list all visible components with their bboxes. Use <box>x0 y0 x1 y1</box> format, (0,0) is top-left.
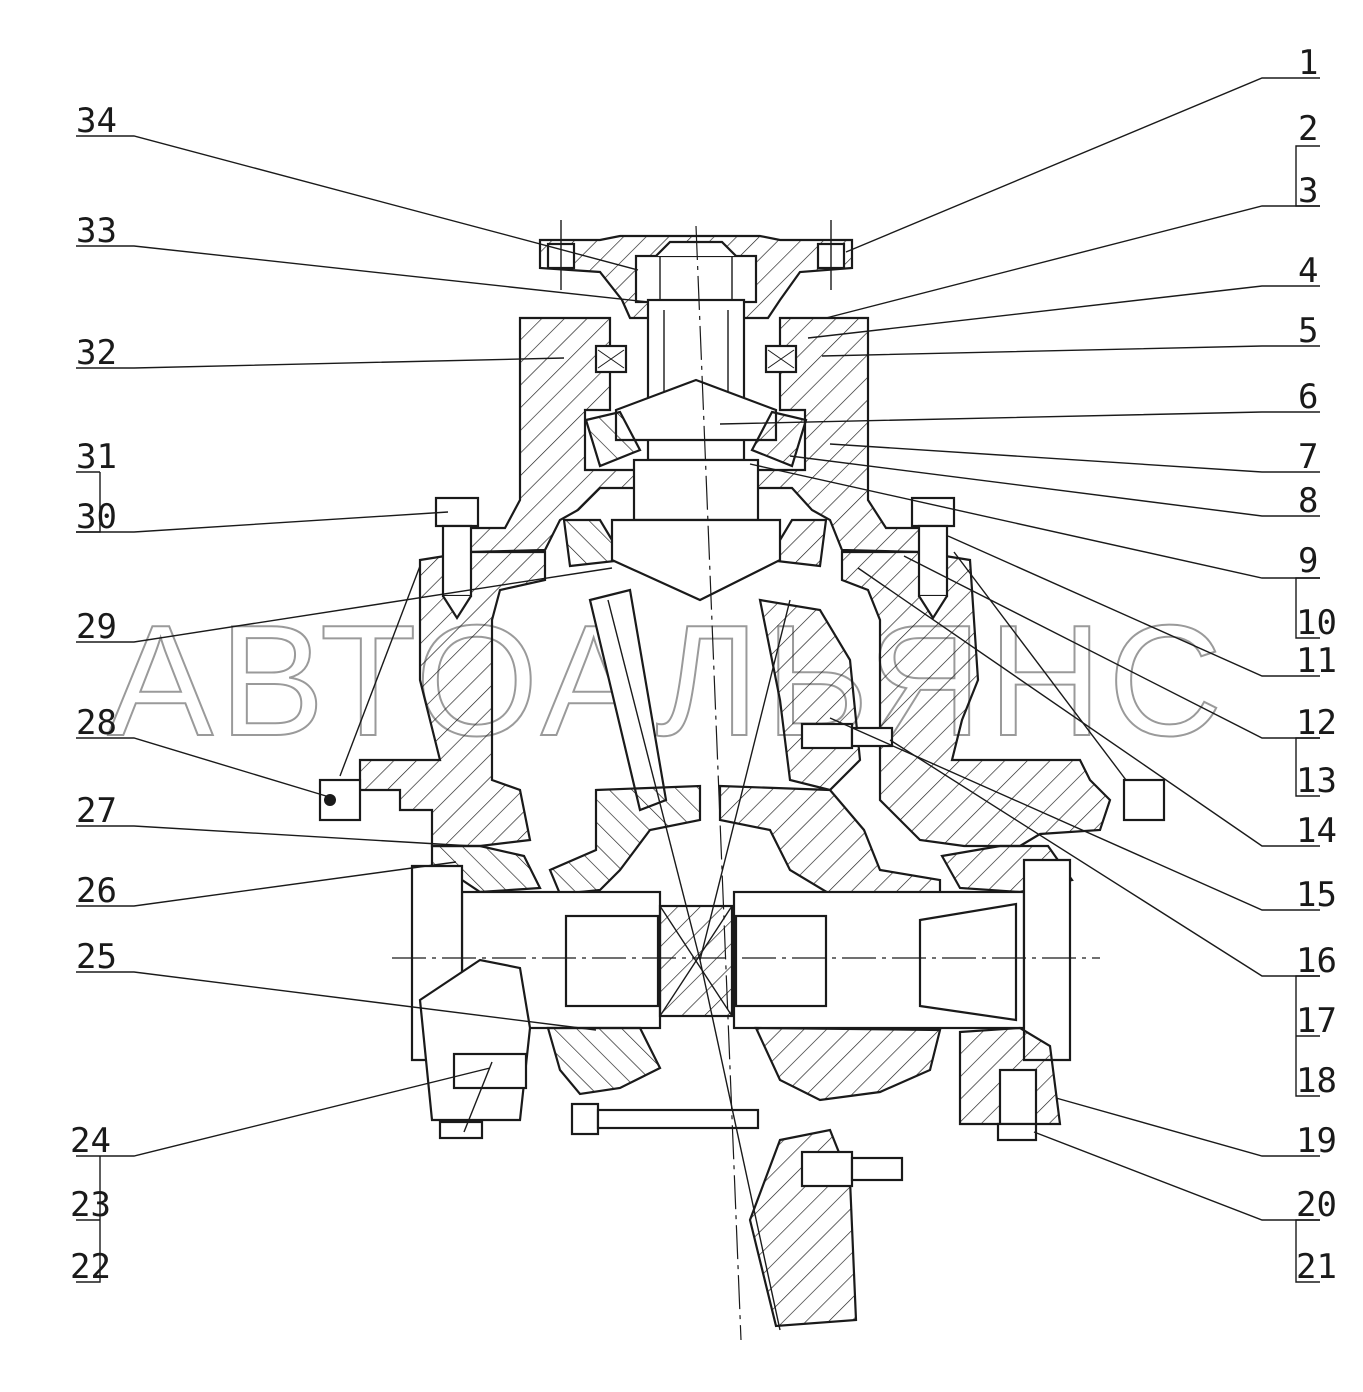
callout-26: 26 <box>76 871 117 911</box>
cover-right <box>1022 858 1072 1062</box>
callout-19: 19 <box>1296 1121 1337 1161</box>
callout-6: 6 <box>1298 377 1318 417</box>
callout-labels-left: 34 33 32 31 30 29 28 27 26 25 24 23 22 <box>70 101 117 1287</box>
callout-29: 29 <box>76 607 117 647</box>
callout-11: 11 <box>1296 641 1337 681</box>
diff-lower-right <box>754 1026 942 1102</box>
pinion-gear <box>610 518 782 602</box>
leader-lines-left <box>76 135 649 1283</box>
upper-housing-left <box>468 316 642 554</box>
callout-32: 32 <box>76 333 117 373</box>
callout-4: 4 <box>1298 251 1318 291</box>
callout-15: 15 <box>1296 875 1337 915</box>
callout-34: 34 <box>76 101 117 141</box>
callout-24: 24 <box>70 1121 111 1161</box>
callout-23: 23 <box>70 1185 111 1225</box>
leader-lines-right <box>719 77 1320 1283</box>
plug <box>324 794 336 806</box>
bottom-bolt <box>570 1102 600 1136</box>
lock-plate <box>452 1052 528 1090</box>
callout-1: 1 <box>1298 43 1318 83</box>
upper-bearing-left <box>584 410 642 468</box>
bolt-right <box>910 496 956 621</box>
callout-9: 9 <box>1298 541 1318 581</box>
callout-7: 7 <box>1298 437 1318 477</box>
callout-2: 2 <box>1298 109 1318 149</box>
callout-8: 8 <box>1298 481 1318 521</box>
callout-20: 20 <box>1296 1185 1337 1225</box>
callout-16: 16 <box>1296 941 1337 981</box>
callout-labels-right: 1 2 3 4 5 6 7 8 9 10 11 12 13 14 15 16 1… <box>1296 43 1337 1287</box>
callout-22: 22 <box>70 1247 111 1287</box>
callout-14: 14 <box>1296 811 1337 851</box>
main-housing-right <box>840 550 1112 848</box>
upper-housing-right <box>750 316 922 554</box>
callout-31: 31 <box>76 437 117 477</box>
callout-10: 10 <box>1296 603 1337 643</box>
vertical-axis <box>695 225 742 1341</box>
callout-12: 12 <box>1296 703 1337 743</box>
callout-33: 33 <box>76 211 117 251</box>
callout-13: 13 <box>1296 761 1337 801</box>
callout-25: 25 <box>76 937 117 977</box>
callout-27: 27 <box>76 791 117 831</box>
callout-30: 30 <box>76 497 117 537</box>
callout-28: 28 <box>76 703 117 743</box>
callout-18: 18 <box>1296 1061 1337 1101</box>
watermark-text: АВТОАЛЬЯНС <box>108 593 1228 769</box>
callout-5: 5 <box>1298 311 1318 351</box>
upper-bearing-right <box>750 410 808 468</box>
callout-21: 21 <box>1296 1247 1337 1287</box>
nut <box>634 254 758 304</box>
callout-3: 3 <box>1298 171 1318 211</box>
diff-lower-left <box>546 1026 662 1096</box>
callout-17: 17 <box>1296 1001 1337 1041</box>
diff-case-left <box>548 784 702 896</box>
section-view <box>318 220 1166 1341</box>
